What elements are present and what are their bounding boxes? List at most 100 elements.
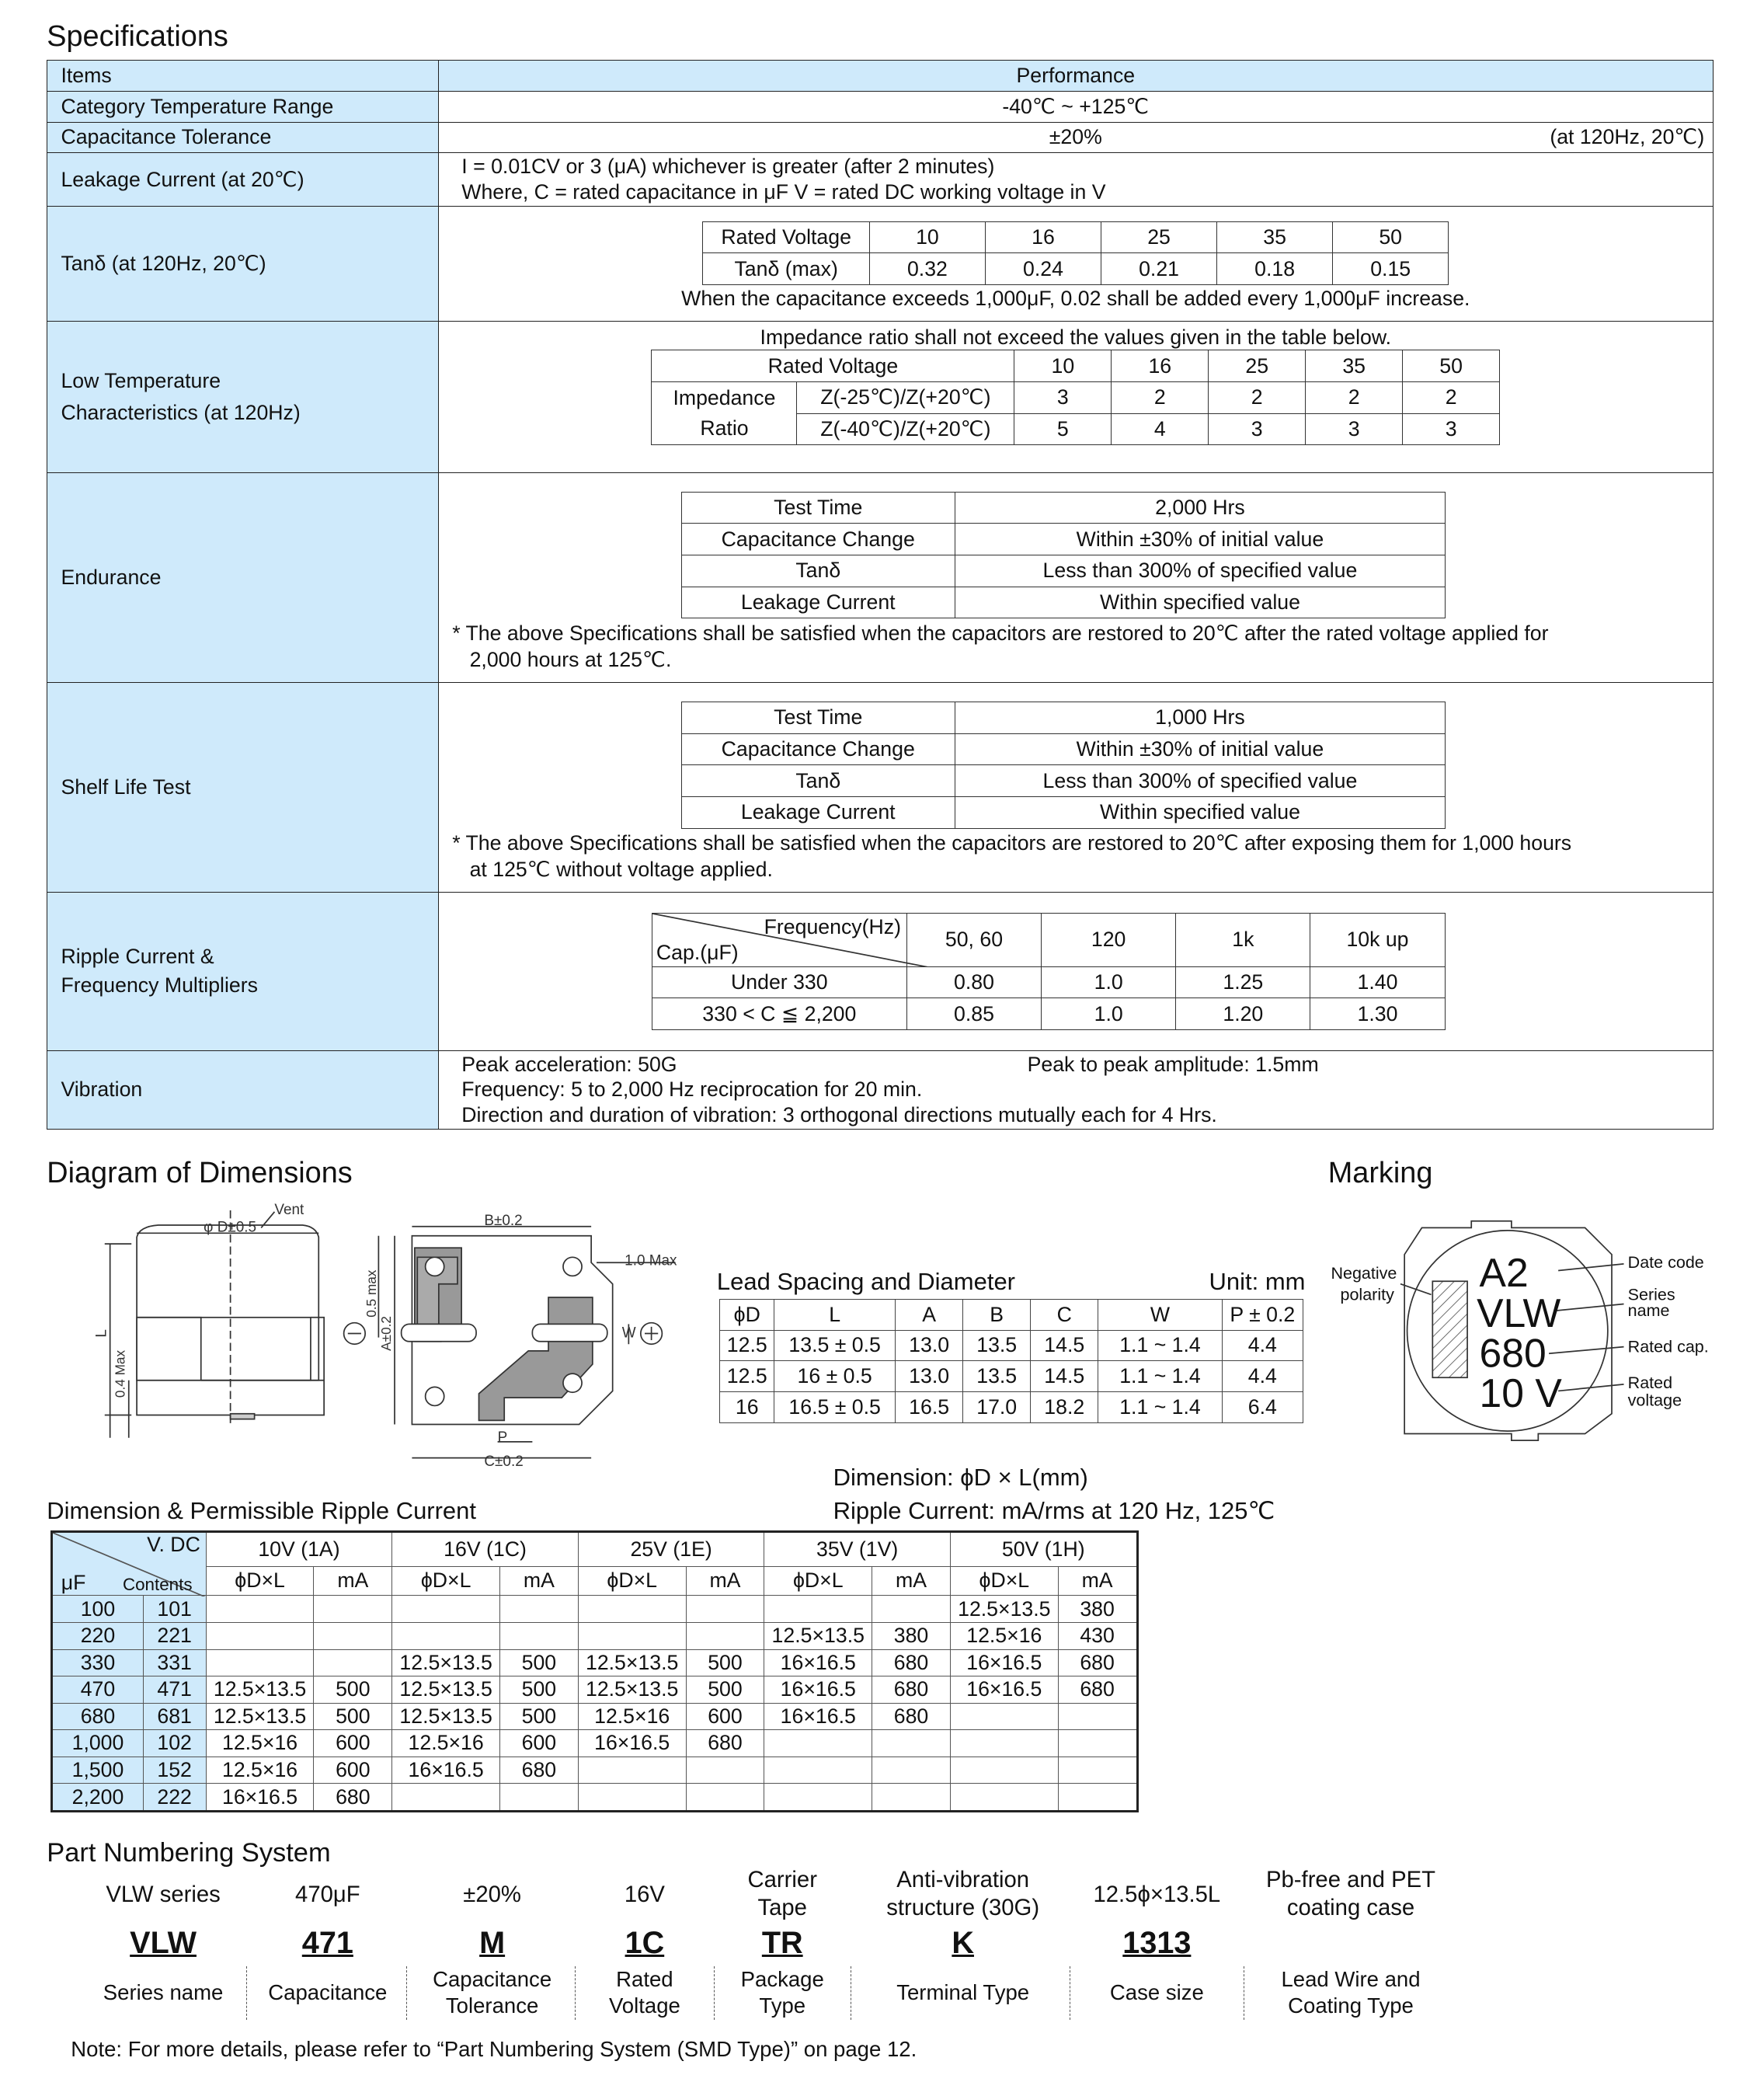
lead-cell: 13.5 ± 0.5: [774, 1329, 896, 1362]
lead-header: L: [774, 1298, 896, 1331]
dxl-cell: 12.5×16: [949, 1621, 1059, 1650]
freq-header: 1k: [1175, 912, 1311, 967]
pn-separator: [406, 1966, 408, 2020]
ma-cell: 500: [499, 1676, 579, 1704]
vib-amplitude: Peak to peak amplitude: 1.5mm: [1027, 1052, 1319, 1076]
multiplier: 1.0: [1041, 998, 1177, 1030]
multiplier: 0.85: [906, 998, 1042, 1030]
max10-label: 1.0 Max: [625, 1253, 677, 1269]
end-hours: 2,000 Hrs: [954, 491, 1446, 524]
w-label: W: [622, 1325, 636, 1342]
pn-top: Carrier Tape: [747, 1867, 817, 1921]
range330-label: 330 < C ≦ 2,200: [651, 998, 907, 1030]
pn-desc: Rated Voltage: [608, 1967, 680, 2018]
dxl-cell: [949, 1783, 1059, 1812]
ma-cell: [1057, 1702, 1138, 1731]
dxl-cell: [391, 1595, 500, 1623]
pn-top: 12.5ϕ×13.5L: [1093, 1882, 1221, 1907]
part-numbering-heading: Part Numbering System: [47, 1837, 331, 1868]
uf-cell: 680: [51, 1702, 144, 1731]
lowtemp-cell: Impedance ratio shall not exceed the val…: [438, 321, 1714, 473]
temp-label: Category Temperature Range: [47, 91, 439, 123]
ripple-cell: Frequency(Hz) Cap.(μF) 50, 60 120 1k 10k…: [438, 892, 1714, 1051]
tand-cell: Rated Voltage 10 16 25 35 50 Tanδ (max) …: [438, 206, 1714, 322]
end-tand: Tanδ: [680, 555, 955, 587]
z25-value: 2: [1402, 381, 1501, 414]
dxl-cell: 12.5×16: [205, 1756, 315, 1784]
z40-value: 3: [1305, 413, 1404, 446]
ma-cell: [872, 1595, 951, 1623]
dxl-cell: [764, 1595, 873, 1623]
uf-cell: 100: [51, 1595, 144, 1623]
lowtemp-note: Impedance ratio shall not exceed the val…: [760, 326, 1392, 350]
shelf-test-time: Test Time: [680, 702, 955, 734]
z25-value: 2: [1305, 381, 1404, 414]
dxl-cell: [205, 1595, 315, 1623]
code-cell: 102: [142, 1729, 207, 1757]
tand-v: 50: [1332, 221, 1449, 254]
ma-header: mA: [1057, 1565, 1138, 1596]
lead-header: ϕD: [719, 1298, 775, 1331]
ripple-label-line2: Frequency Multipliers: [61, 973, 258, 998]
dim-corner: V. DC μF Contents: [51, 1530, 207, 1597]
ripple-label-line1: Ripple Current &: [61, 944, 214, 968]
lead-cell: 4.4: [1221, 1329, 1303, 1362]
ma-cell: 500: [499, 1649, 579, 1677]
specifications-table: Items Performance Category Temperature R…: [47, 60, 1714, 1130]
z40-label: Z(-40℃)/Z(+20℃): [796, 413, 1015, 446]
z40-value: 4: [1111, 413, 1209, 446]
code-cell: 222: [142, 1783, 207, 1812]
freq-cap-corner: Frequency(Hz) Cap.(μF): [651, 912, 928, 967]
pn-desc: Series name: [103, 1980, 224, 2005]
tand-value: 0.32: [868, 252, 986, 285]
lowtemp-table: Rated Voltage 10 16 25 35 50 Impedance R…: [651, 350, 1501, 446]
lead-cell: 13.5: [962, 1360, 1032, 1393]
lead-cell: 1.1 ~ 1.4: [1098, 1391, 1223, 1423]
tand-rv-label: Rated Voltage: [702, 221, 870, 254]
lt-v: 35: [1305, 350, 1404, 382]
lead-cell: 16: [719, 1391, 775, 1423]
dxl-cell: 12.5×13.5: [764, 1621, 873, 1650]
shelf-less300: Less than 300% of specified value: [954, 764, 1446, 797]
pn-code: VLW: [130, 1926, 197, 1961]
pn-top: ±20%: [463, 1882, 521, 1907]
voltage-header: 50V (1H): [949, 1530, 1138, 1567]
dxl-header: ϕD×L: [764, 1565, 873, 1596]
items-header: Items: [47, 60, 439, 92]
ma-cell: 500: [685, 1649, 765, 1677]
pn-desc: Lead Wire and Coating Type: [1281, 1967, 1421, 2018]
pn-separator: [245, 1966, 247, 2020]
side-view-drawing: φ D±0.5 Vent L 0.4 Max: [94, 1202, 325, 1438]
lt-v: 25: [1208, 350, 1306, 382]
dxl-cell: [205, 1649, 315, 1677]
pn-code: 1313: [1122, 1926, 1192, 1961]
dxl-cell: [949, 1756, 1059, 1784]
ma-cell: [499, 1783, 579, 1812]
lead-cell: 16.5: [895, 1391, 964, 1423]
lt-v: 16: [1111, 350, 1209, 382]
marking-heading: Marking: [1327, 1157, 1433, 1190]
pn-code: 1C: [625, 1926, 665, 1961]
dxl-cell: 12.5×13.5: [577, 1676, 687, 1704]
neg-polarity-2: polarity: [1340, 1286, 1394, 1304]
dxl-header: ϕD×L: [205, 1565, 315, 1596]
tand-v: 35: [1216, 221, 1334, 254]
leak-label: Leakage Current (at 20℃): [47, 152, 439, 207]
code-cell: 101: [142, 1595, 207, 1623]
code-cell: 152: [142, 1756, 207, 1784]
freq-hz-label: Frequency(Hz): [764, 914, 902, 938]
tand-value: 0.24: [984, 252, 1102, 285]
max04-label: 0.4 Max: [112, 1350, 127, 1398]
mark-line3: 680: [1479, 1331, 1546, 1376]
c-label: C±0.2: [484, 1454, 523, 1468]
dxl-cell: [577, 1595, 687, 1623]
lead-cell: 16 ± 0.5: [774, 1360, 896, 1393]
dxl-cell: [391, 1783, 500, 1812]
